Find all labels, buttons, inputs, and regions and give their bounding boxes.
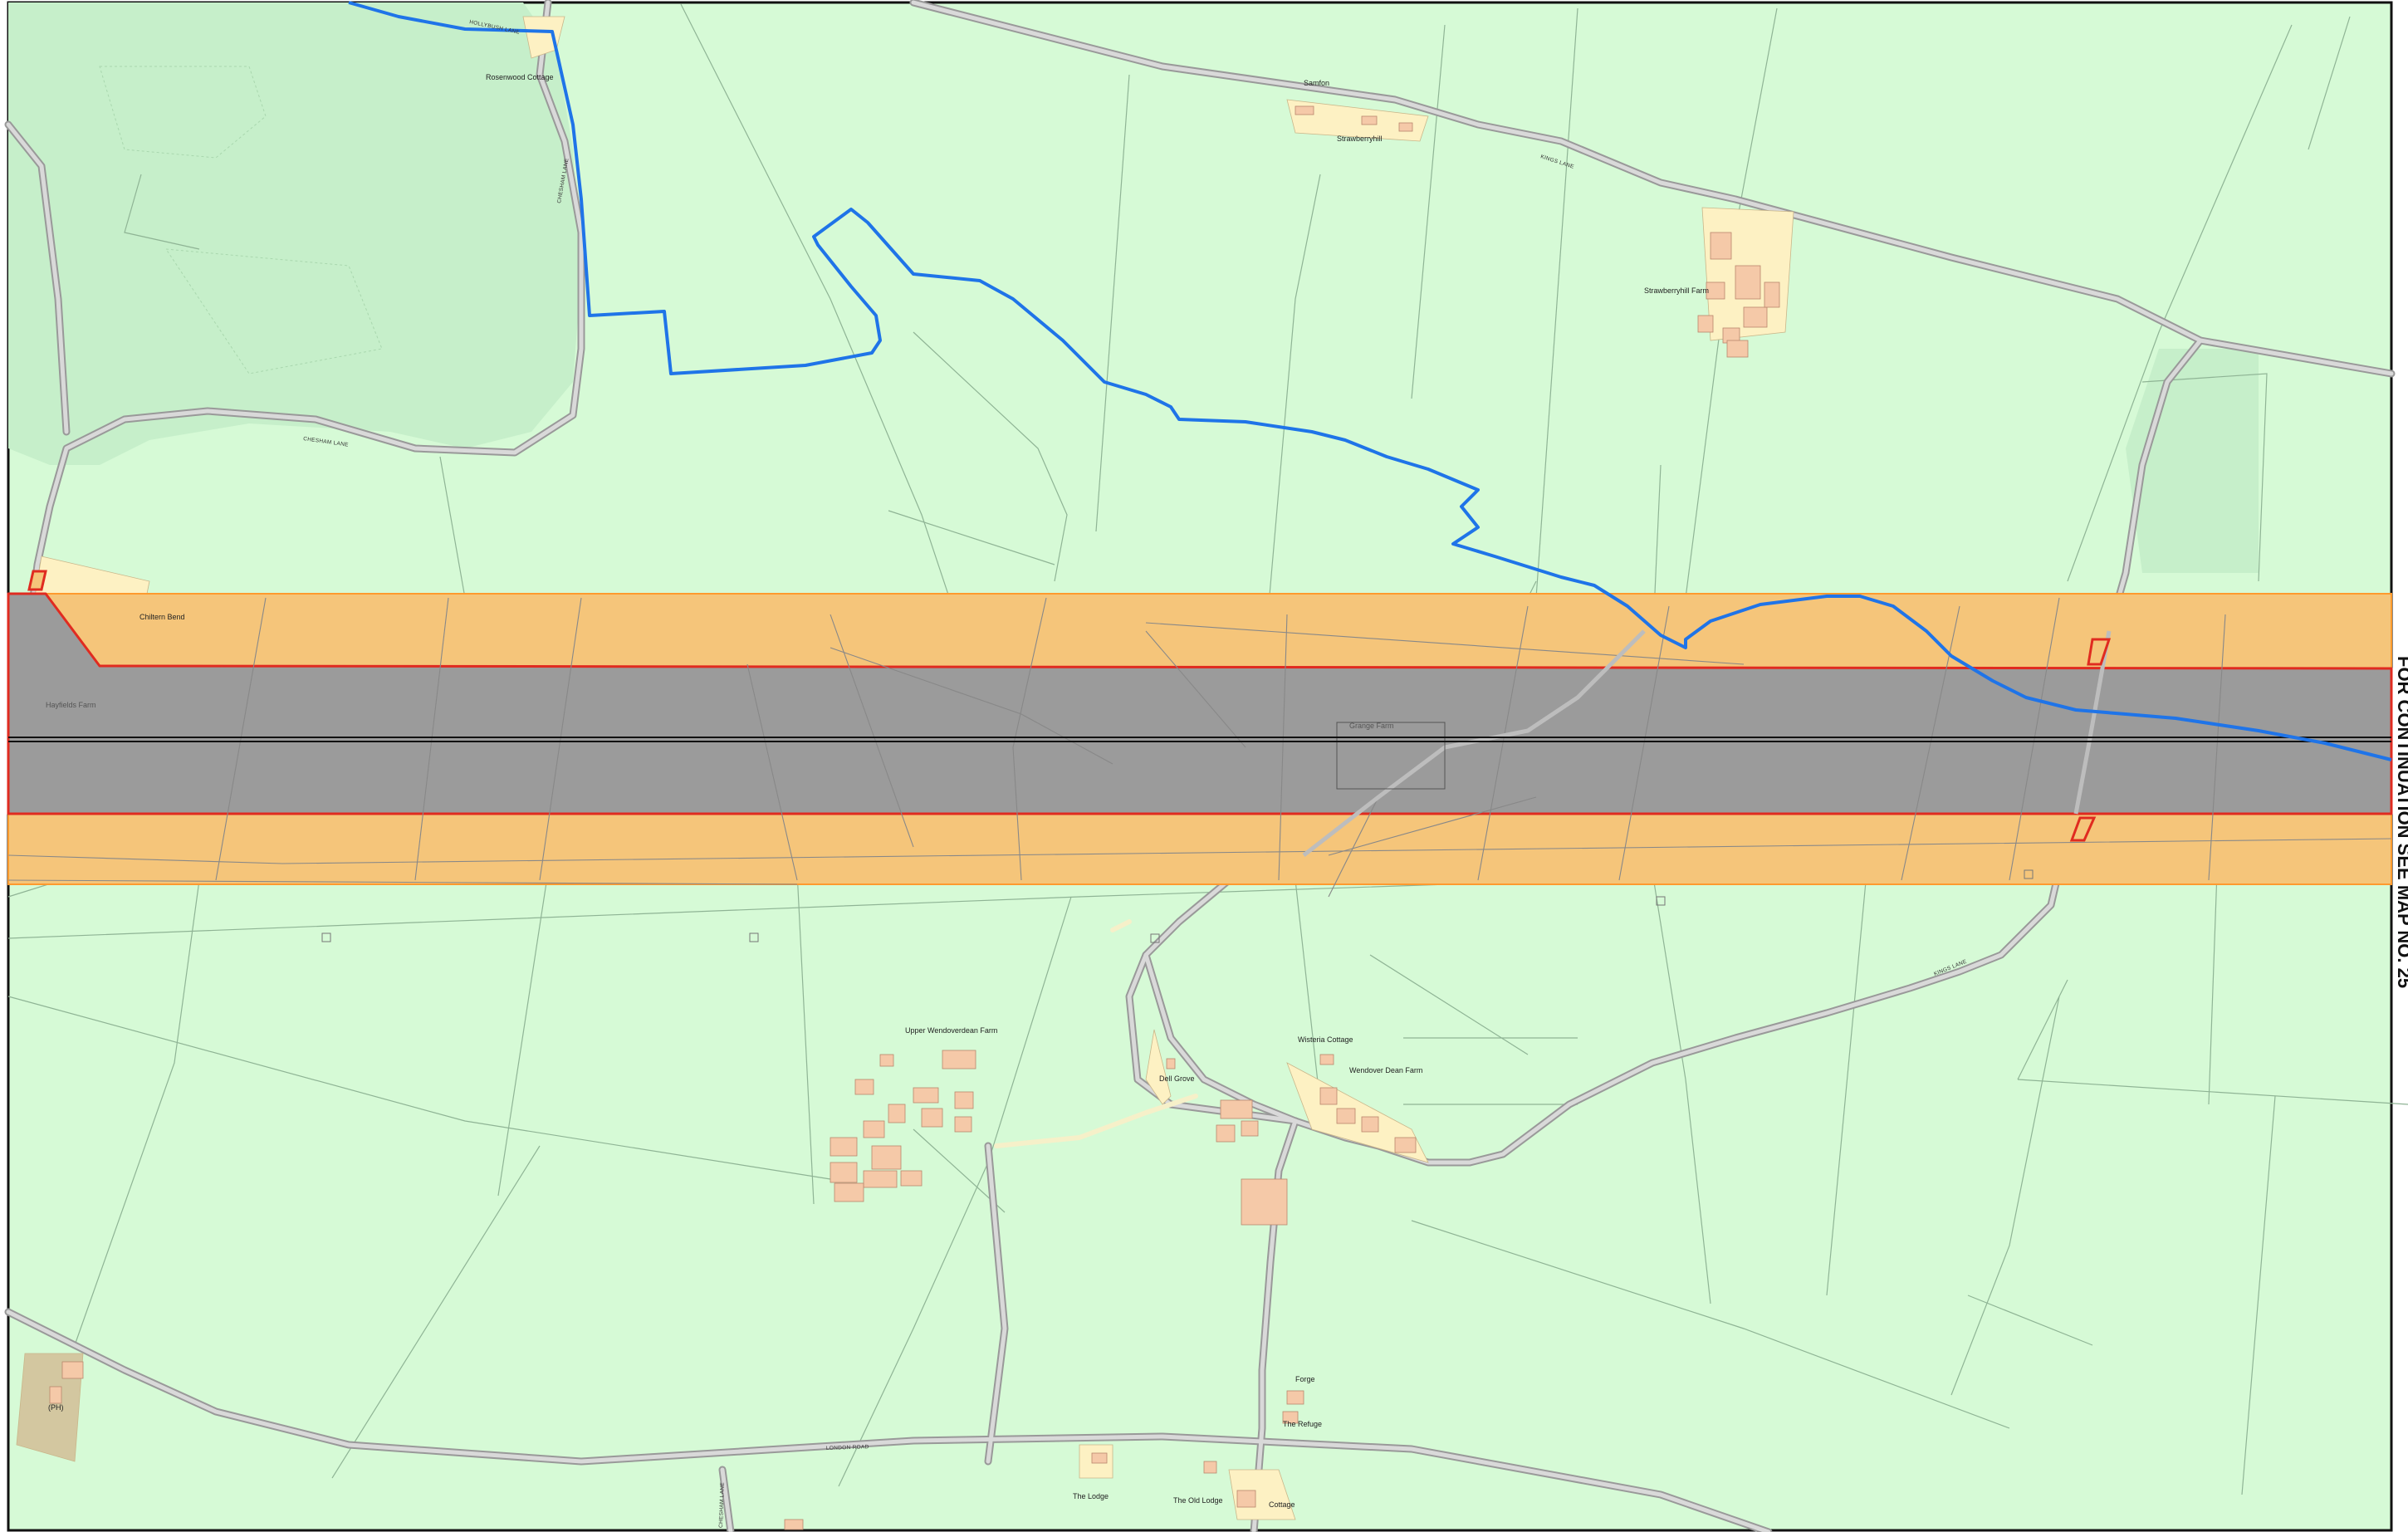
route-corridor bbox=[7, 570, 2393, 898]
continuation-note: FOR CONTINUATION SEE MAP NO. 25 bbox=[2394, 656, 2408, 988]
label-samfon: Samfon bbox=[1304, 79, 1329, 87]
label-forge: Forge bbox=[1295, 1375, 1315, 1383]
label-chiltern-bend: Chiltern Bend bbox=[139, 613, 185, 621]
label-cottage: Cottage bbox=[1269, 1500, 1295, 1509]
field-boundaries bbox=[7, 3, 2408, 1495]
label-the-old-lodge: The Old Lodge bbox=[1173, 1496, 1223, 1505]
label-dell-grove: Dell Grove bbox=[1159, 1074, 1195, 1083]
label-upper-wendoverdean-farm: Upper Wendoverdean Farm bbox=[905, 1026, 997, 1035]
label-the-lodge: The Lodge bbox=[1073, 1492, 1109, 1500]
label-rosenwood-cottage: Rosenwood Cottage bbox=[486, 73, 554, 81]
road-label-chesham-lane-south: CHESHAM LANE bbox=[718, 1482, 726, 1528]
label-the-refuge: The Refuge bbox=[1283, 1420, 1322, 1428]
watercourse bbox=[348, 1, 2392, 761]
place-labels: Rosenwood Cottage Samfon Strawberryhill … bbox=[46, 73, 1709, 1509]
label-wendover-dean-farm: Wendover Dean Farm bbox=[1349, 1066, 1422, 1074]
label-hayfields-farm: Hayfields Farm bbox=[46, 701, 96, 709]
small-markers bbox=[321, 869, 2034, 943]
road-label-london-road: LONDON ROAD bbox=[826, 1444, 869, 1451]
label-ph: (PH) bbox=[48, 1403, 64, 1412]
road-network bbox=[4, 0, 2396, 1532]
label-strawberryhill-farm: Strawberryhill Farm bbox=[1644, 286, 1709, 295]
label-grange-farm: Grange Farm bbox=[1349, 722, 1394, 730]
label-strawberryhill: Strawberryhill bbox=[1337, 135, 1383, 143]
buildings bbox=[49, 105, 1780, 1530]
woodland-areas bbox=[8, 2, 2259, 573]
label-wisteria-cottage: Wisteria Cottage bbox=[1298, 1035, 1353, 1044]
